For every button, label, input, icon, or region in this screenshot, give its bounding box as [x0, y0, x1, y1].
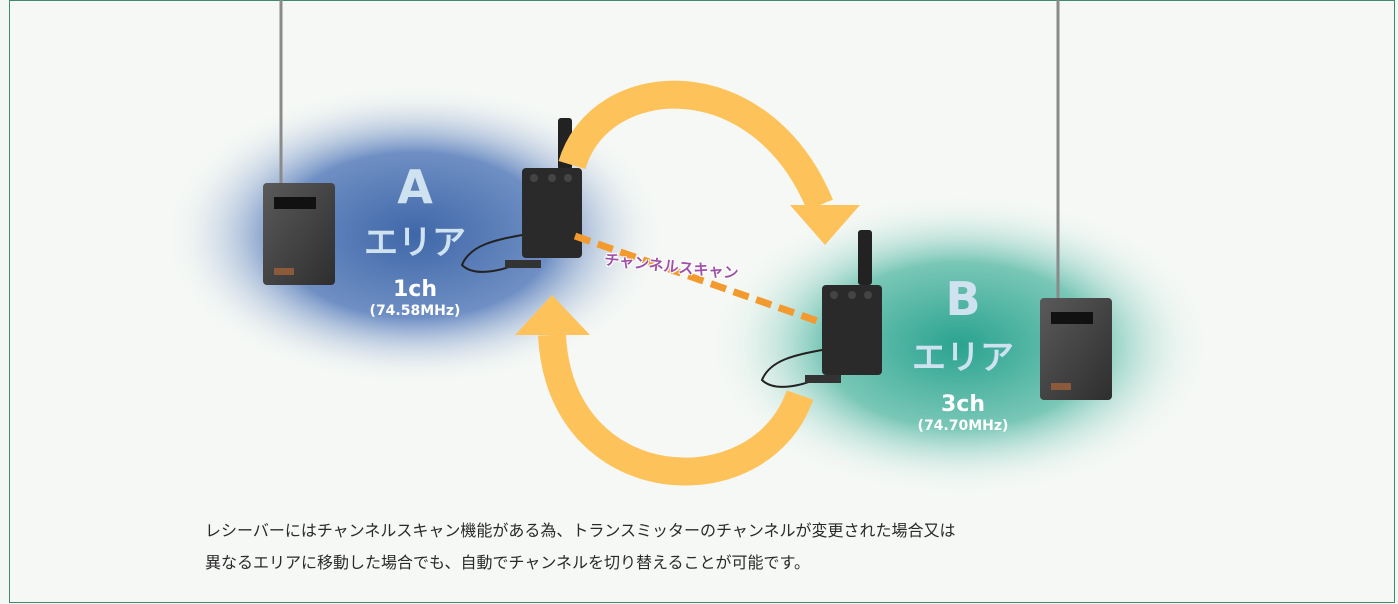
arrow-a-to-b — [558, 80, 860, 245]
area-b-channel: 3ch — [940, 392, 985, 417]
description-line-2: 異なるエリアに移動した場合でも、自動でチャンネルを切り替えることが可能です。 — [205, 553, 810, 572]
area-b-zone — [710, 195, 1210, 495]
area-b-frequency: (74.70MHz) — [917, 418, 1009, 434]
receiver-left — [263, 183, 335, 285]
receiver-right — [1040, 298, 1112, 400]
area-a-label: エリア — [364, 223, 466, 263]
area-a-channel: 1ch — [392, 277, 437, 302]
transmitter-a — [460, 118, 582, 273]
area-b-letter: B — [945, 272, 981, 326]
area-a-frequency: (74.58MHz) — [369, 303, 461, 319]
description: レシーバーにはチャンネルスキャン機能がある為、トランスミッターのチャンネルが変更… — [205, 515, 1305, 579]
scan-line — [573, 232, 822, 326]
area-a-letter: A — [397, 160, 433, 214]
arrow-b-to-a — [515, 295, 814, 486]
transmitter-b — [760, 230, 882, 388]
description-line-1: レシーバーにはチャンネルスキャン機能がある為、トランスミッターのチャンネルが変更… — [205, 521, 956, 540]
area-b-label: エリア — [912, 338, 1014, 378]
